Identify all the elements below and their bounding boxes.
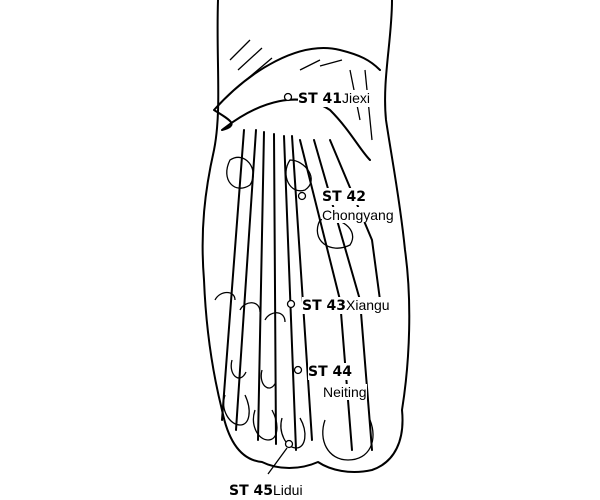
acupoint-st43-label: ST 43Xiangu xyxy=(302,297,390,314)
acupoint-st42-name: Chongyang xyxy=(322,207,394,223)
point-code: ST 44 xyxy=(308,364,352,380)
acupoint-st41-label: ST 41Jiexi xyxy=(298,90,371,107)
tendons xyxy=(221,129,381,451)
acupoint-st45-label: ST 45Lidui xyxy=(229,482,303,499)
bones xyxy=(214,156,374,461)
point-code: ST 45 xyxy=(229,483,273,499)
point-code: ST 43 xyxy=(302,298,346,314)
point-name: Jiexi xyxy=(342,90,371,106)
foot-outline xyxy=(201,0,411,473)
point-code: ST 41 xyxy=(298,91,342,107)
acupoint-st42-marker xyxy=(297,191,307,201)
acupoint-st42-code: ST 42 xyxy=(322,188,366,205)
acupoint-st44-marker xyxy=(293,365,303,375)
point-code: ST 42 xyxy=(322,189,366,205)
retinaculum-band xyxy=(213,47,381,161)
acupoint-st44-name: Neiting xyxy=(323,384,367,400)
retinaculum-lines xyxy=(229,39,373,141)
acupoint-st43-marker xyxy=(286,299,296,309)
st45-leader-line xyxy=(267,447,288,475)
point-name: Lidui xyxy=(273,482,303,498)
point-name: Xiangu xyxy=(346,297,390,313)
acupoint-st45-marker xyxy=(284,439,294,449)
acupoint-st41-marker xyxy=(283,92,293,102)
acupoint-st44-code: ST 44 xyxy=(308,363,352,380)
